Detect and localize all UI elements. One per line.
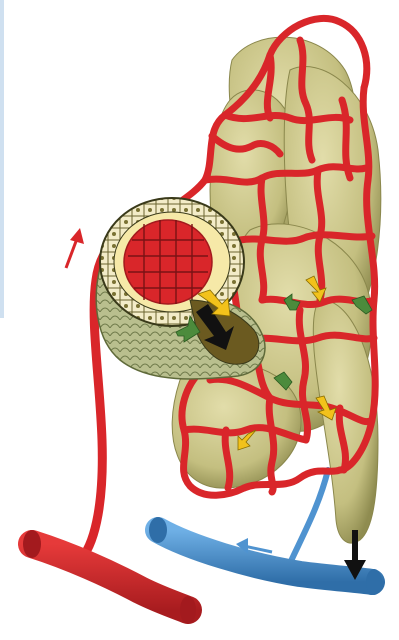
- vein-end-right: [366, 569, 382, 595]
- artery-body: [32, 544, 188, 610]
- artery-end-left: [23, 530, 41, 558]
- artery-end-right: [180, 596, 196, 624]
- capillary-loop-7: [267, 55, 271, 118]
- vein-end-left: [149, 517, 167, 543]
- vein-body: [158, 530, 372, 582]
- glomerulus-capillaries: [124, 220, 212, 304]
- capillary-loop-3: [225, 115, 350, 121]
- arrow-up-icon: [66, 228, 84, 268]
